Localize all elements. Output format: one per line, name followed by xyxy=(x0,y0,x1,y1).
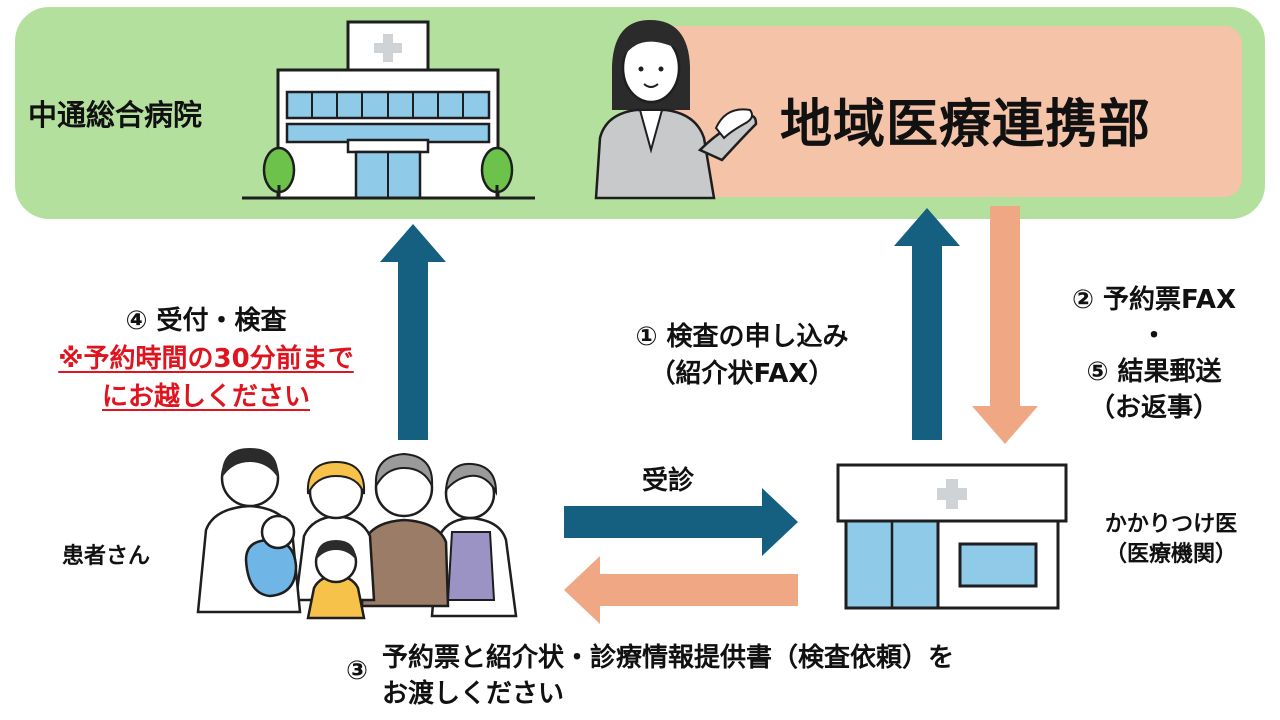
step3-marker: ③ xyxy=(346,656,369,686)
patient-label: 患者さん xyxy=(62,544,151,569)
arrow-left-clinic-to-patient xyxy=(564,556,798,624)
step3-label: 予約票と紹介状・診療情報提供書（検査依頼）を お渡しください xyxy=(382,643,955,709)
hospital-building-icon xyxy=(242,20,535,200)
reception-time-note: ※予約時間の30分前まで xyxy=(58,344,354,374)
step2-step5-label: ② 予約票FAX ・ ⑤ 結果郵送 （お返事） xyxy=(1071,285,1236,423)
reception-time-note-2: にお越しください xyxy=(101,382,310,412)
arrow-up-clinic-to-liaison xyxy=(894,208,960,440)
arrow-up-patient-to-hospital xyxy=(380,224,446,440)
clinic-building-icon xyxy=(836,463,1068,610)
arrow-right-patient-to-clinic xyxy=(564,488,798,556)
step4-label: ④ 受付・検査 ※予約時間の30分前まで にお越しください xyxy=(20,302,392,416)
family-group-icon xyxy=(196,448,518,620)
step1-label: ① 検査の申し込み （紹介状FAX） xyxy=(635,322,849,389)
hospital-name: 中通総合病院 xyxy=(28,98,203,132)
clinic-label: かかりつけ医 （医療機関） xyxy=(1104,512,1238,567)
staff-woman-icon xyxy=(594,20,758,200)
arrow-down-liaison-to-clinic xyxy=(972,206,1038,444)
department-name: 地域医療連携部 xyxy=(780,95,1152,155)
visit-label: 受診 xyxy=(642,466,695,496)
